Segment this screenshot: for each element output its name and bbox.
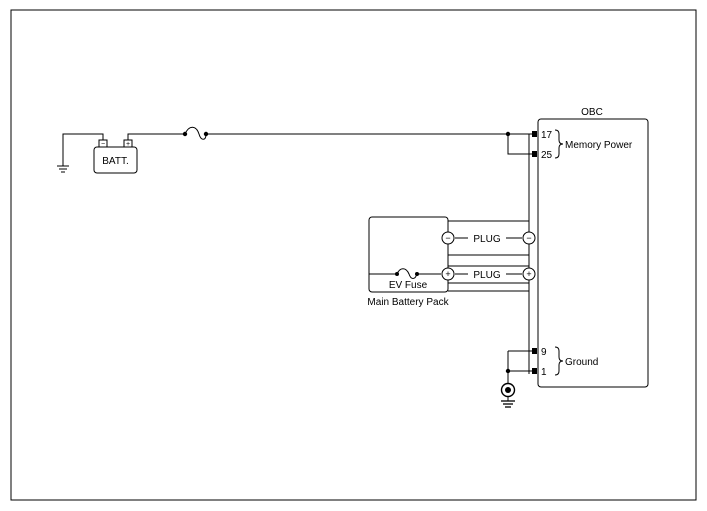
battery-negative-terminal	[98, 139, 108, 148]
plug-positive-label: PLUG	[473, 270, 500, 281]
plug-positive-left-symbol: +	[445, 269, 450, 279]
pin-9-number: 9	[541, 347, 547, 358]
obc-unit: OBC 17 25 9 1 Memory Power Ground	[532, 107, 649, 388]
fuse-icon	[184, 126, 207, 140]
main-battery-pack: EV Fuse Main Battery Pack	[367, 216, 450, 308]
battery-negative-wire	[62, 133, 104, 166]
battery-group: − + BATT.	[57, 133, 138, 174]
diagram-frame	[10, 9, 697, 501]
pin-25-terminal	[532, 151, 537, 157]
pin-25-number: 25	[541, 150, 553, 161]
ground-label: Ground	[565, 357, 598, 368]
pin-17-terminal	[532, 131, 537, 137]
ev-fuse-label: EV Fuse	[389, 280, 428, 291]
memory-power-label: Memory Power	[565, 140, 633, 151]
plug-positive-right-symbol: +	[526, 269, 531, 279]
plug-negative-left-terminal	[441, 231, 455, 245]
battery-positive-symbol: +	[126, 141, 130, 148]
pin-1-number: 1	[541, 367, 547, 378]
obc-label: OBC	[581, 107, 603, 118]
plug-negative-label: PLUG	[473, 234, 500, 245]
ground-brace	[554, 346, 564, 376]
memory-power-line	[127, 126, 533, 155]
pin-9-terminal	[532, 348, 537, 354]
plug-negative-right-symbol: −	[526, 233, 531, 243]
plug-negative: PLUG − −	[441, 231, 536, 245]
memory-power-brace	[554, 129, 564, 159]
battery-body	[93, 146, 138, 174]
main-battery-pack-label: Main Battery Pack	[367, 297, 449, 308]
hv-cables	[448, 134, 530, 374]
plug-negative-right-terminal	[522, 231, 536, 245]
plug-negative-left-symbol: −	[445, 233, 450, 243]
ground-circuit	[500, 350, 533, 408]
obc-body	[537, 118, 649, 388]
chassis-ground-icon	[57, 165, 69, 173]
ev-fuse-icon	[396, 268, 418, 279]
battery-label: BATT.	[102, 156, 128, 167]
plug-positive: PLUG + +	[441, 267, 536, 281]
body-ground-icon	[500, 382, 516, 408]
plug-positive-left-terminal	[441, 267, 455, 281]
plug-positive-right-terminal	[522, 267, 536, 281]
battery-negative-symbol: −	[101, 141, 105, 148]
pin-17-number: 17	[541, 130, 553, 141]
pin-1-terminal	[532, 368, 537, 374]
